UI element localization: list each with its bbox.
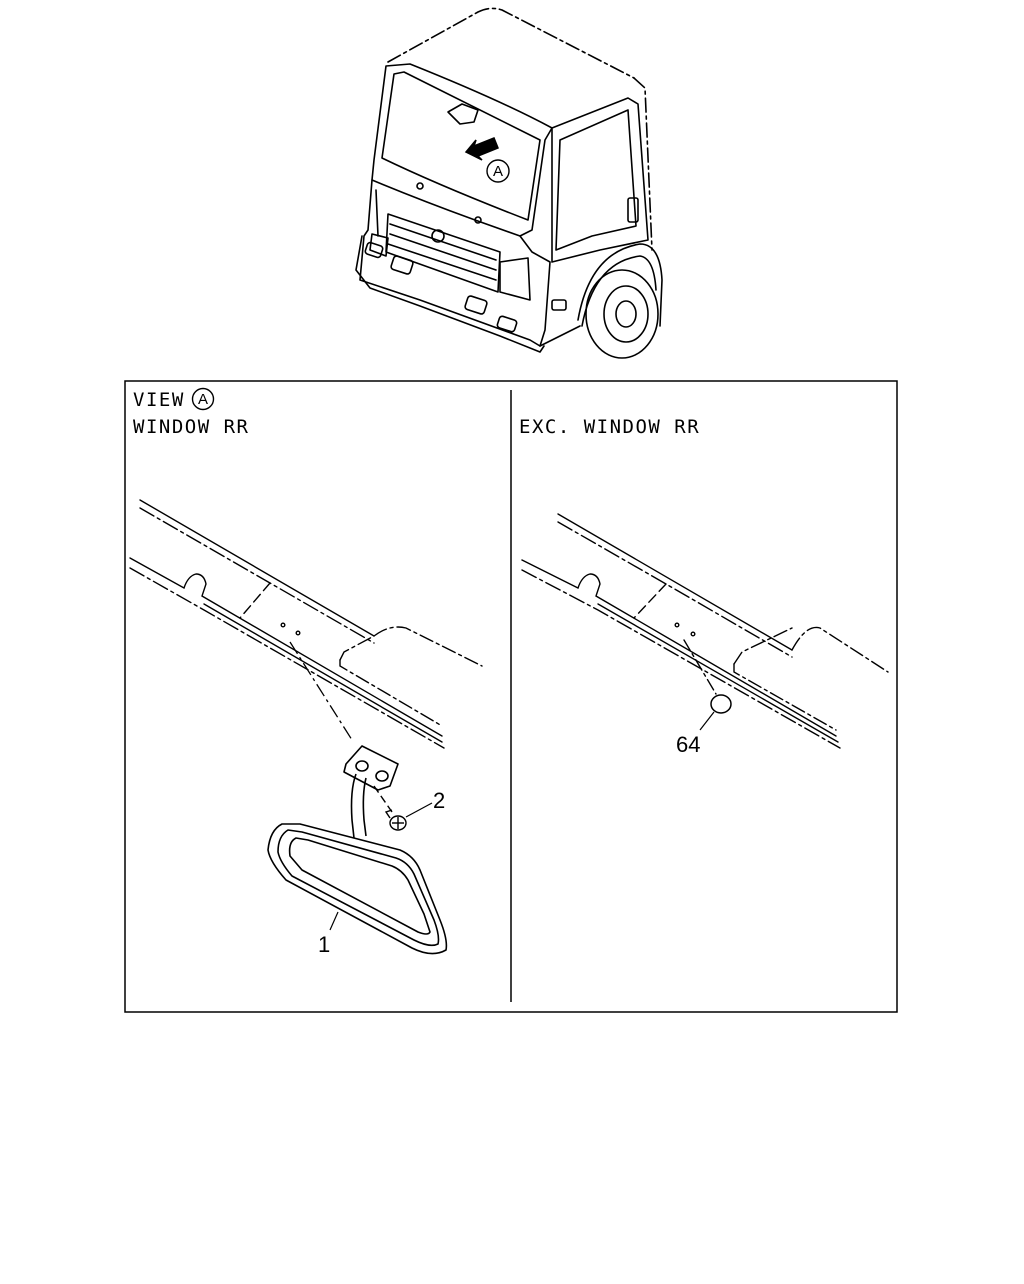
- left-panel: VIEW A WINDOW RR: [129, 387, 483, 957]
- view-letter-circle-icon: [191, 387, 215, 411]
- view-title-letter: A: [198, 391, 208, 408]
- left-panel-subtitle: WINDOW RR: [133, 416, 249, 438]
- truck-cab-illustration: [355, 7, 663, 359]
- callout-letter: A: [493, 163, 503, 180]
- detail-frame: [124, 380, 898, 1013]
- part-label-1: 1: [318, 932, 330, 957]
- part-label-64: 64: [676, 732, 700, 757]
- right-panel-subtitle: EXC. WINDOW RR: [519, 416, 700, 438]
- callout-a: A: [486, 159, 510, 183]
- view-arrow-icon: [464, 137, 499, 161]
- view-title-prefix: VIEW: [133, 389, 185, 411]
- callout-circle-icon: [486, 159, 510, 183]
- screw-icon: [373, 785, 407, 831]
- leader-line-2: [405, 802, 433, 818]
- leader-line-64: [699, 711, 715, 731]
- right-panel: EXC. WINDOW RR 64: [519, 416, 889, 757]
- plug-cap-icon: [710, 694, 732, 714]
- part-label-2: 2: [433, 788, 445, 813]
- rear-view-mirror-icon: [267, 745, 448, 955]
- leader-line-1: [329, 911, 339, 931]
